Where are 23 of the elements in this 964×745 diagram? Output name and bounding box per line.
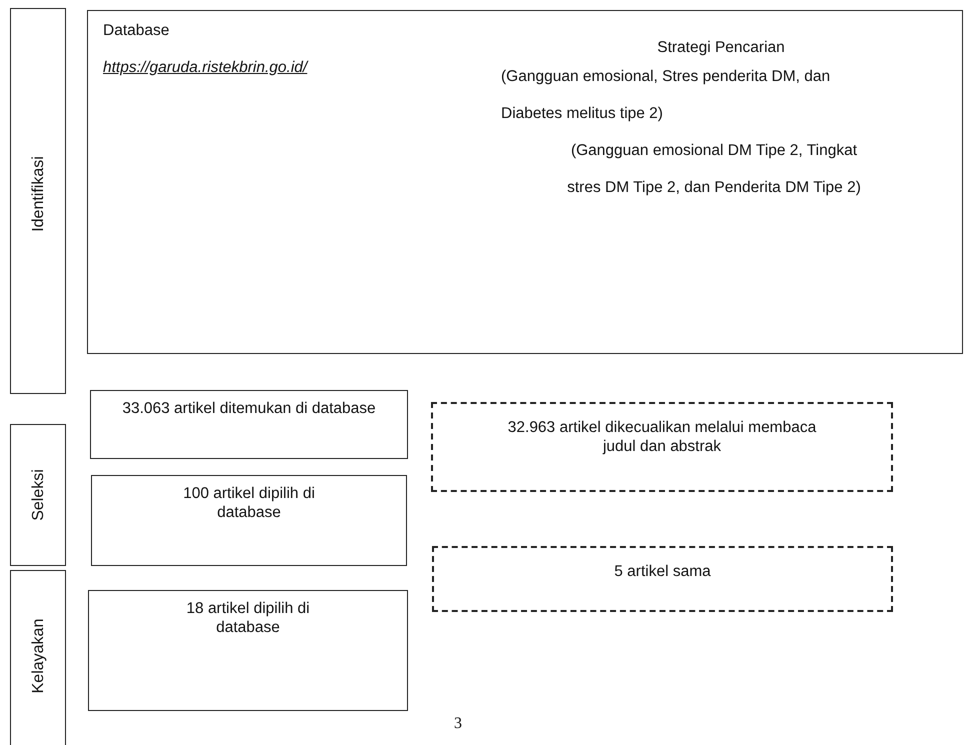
search-panel <box>87 10 963 354</box>
box-text: 100 artikel dipilih di database <box>182 484 316 522</box>
stage-band <box>10 570 66 745</box>
process-box <box>91 475 407 566</box>
process-box <box>90 390 408 459</box>
search-terms: (Gangguan emosional DM Tipe 2, Tingkat stres DM Tipe 2, dan Penderita DM Tipe 2) <box>566 141 862 198</box>
url-link: https://garuda.ristekbrin.go.id/ <box>103 58 308 77</box>
process-box <box>88 590 408 711</box>
box-text: 5 artikel sama <box>613 562 712 581</box>
box-text: 33.063 artikel ditemukan di database <box>121 399 377 418</box>
search-terms: (Gangguan emosional, Stres penderita DM, dan Diabetes melitus tipe 2) <box>501 67 832 124</box>
box-text: 32.963 artikel dikecualikan melalui membaca judul dan abstrak <box>506 418 818 456</box>
excluded-box <box>431 402 893 492</box>
stage-label: Seleksi <box>30 469 48 521</box>
stage-label: Kelayakan <box>30 618 48 694</box>
stage-band <box>10 8 66 394</box>
page-number: 3 <box>454 715 462 733</box>
box-text: 18 artikel dipilih di database <box>185 599 311 637</box>
stage-label: Identifikasi <box>30 156 48 232</box>
section-heading: Database <box>103 21 170 40</box>
excluded-box <box>432 546 893 612</box>
stage-band <box>10 424 66 566</box>
section-heading: Strategi Pencarian <box>656 38 786 57</box>
